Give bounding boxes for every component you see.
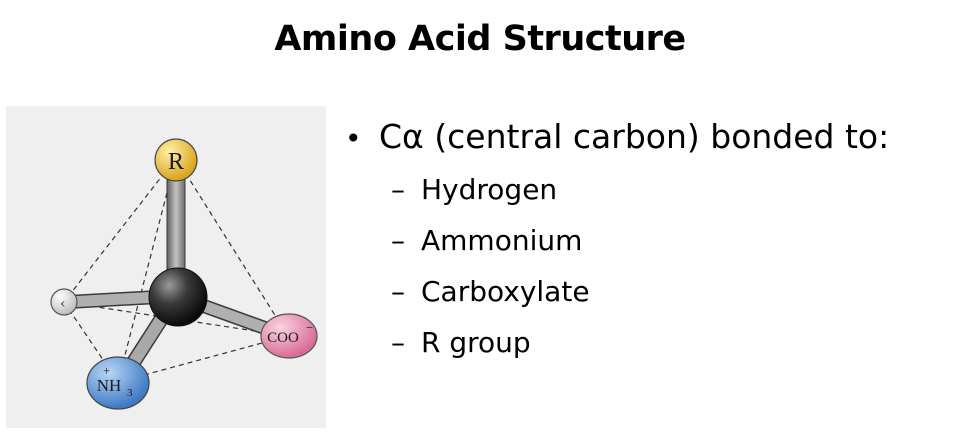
ammonium-charge: + (103, 363, 110, 378)
hydrogen-partial-label: ‹ (60, 296, 66, 312)
carboxylate-atom: COO − (260, 313, 318, 359)
edge-r-ammonium (117, 157, 177, 383)
main-bullet: • Cα (central carbon) bonded to: (345, 114, 955, 162)
central-carbon-atom (148, 267, 208, 327)
bullet-list: • Cα (central carbon) bonded to: –Hydrog… (345, 114, 955, 368)
r-group-label: R (168, 149, 184, 175)
hydrogen-atom: ‹ (50, 288, 78, 316)
sub-item-label: R group (421, 326, 531, 359)
carboxylate-label: COO (267, 330, 299, 346)
ammonium-label: NH (97, 376, 122, 395)
ammonium-atom: NH 3 + (86, 356, 150, 410)
sub-bullet-list: –Hydrogen –Ammonium –Carboxylate –R grou… (391, 164, 955, 368)
sub-item-label: Ammonium (421, 224, 583, 257)
ammonium-subscript: 3 (127, 387, 133, 399)
sub-item-ammonium: –Ammonium (391, 215, 955, 266)
sub-dash: – (391, 224, 405, 257)
sub-item-r-group: –R group (391, 317, 955, 368)
edge-r-carboxylate (175, 157, 289, 337)
slide-title: Amino Acid Structure (274, 19, 686, 59)
edge-hydrogen-carboxylate (63, 301, 289, 337)
sub-dash: – (391, 275, 405, 308)
carboxylate-charge: − (306, 320, 313, 335)
sub-dash: – (391, 173, 405, 206)
bullet-dot: • (345, 122, 362, 155)
edge-hydrogen-ammonium (63, 301, 119, 383)
sub-item-carboxylate: –Carboxylate (391, 266, 955, 317)
sub-dash: – (391, 326, 405, 359)
main-bullet-text: Cα (central carbon) bonded to: (379, 117, 890, 156)
sub-item-label: Carboxylate (421, 275, 590, 308)
amino-acid-tetrahedral-diagram: ‹ R COO − NH 3 + (6, 106, 326, 428)
r-group-atom: R (154, 138, 198, 182)
sub-item-label: Hydrogen (421, 173, 558, 206)
sub-item-hydrogen: –Hydrogen (391, 164, 955, 215)
edge-r-hydrogen (63, 157, 177, 303)
tetrahedron-svg: ‹ R COO − NH 3 + (50, 138, 318, 410)
